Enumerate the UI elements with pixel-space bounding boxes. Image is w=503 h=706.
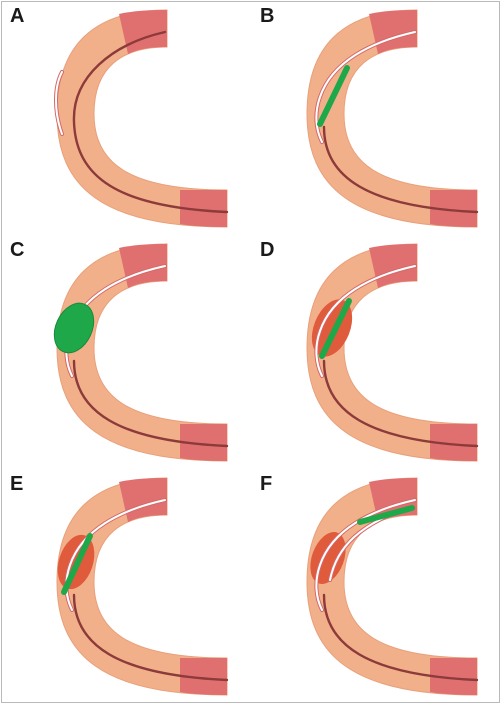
distal-segment: [180, 190, 227, 227]
vessel-diagram-f: [306, 477, 479, 696]
vessel-b: [306, 9, 478, 228]
balloon: [357, 505, 415, 525]
vessel-diagram-b: [306, 9, 479, 228]
side-wire: [315, 265, 416, 377]
vessel-diagram-e: [56, 477, 229, 696]
inflated-balloon: [53, 302, 95, 354]
guide-wire: [72, 30, 229, 214]
panel-label-e: E: [10, 473, 24, 495]
panel-label-d: D: [260, 239, 275, 261]
distal-segment: [180, 424, 227, 461]
guide-wire: [72, 359, 229, 448]
balloon: [61, 533, 93, 595]
panel-label-c: C: [10, 239, 25, 261]
guide-wire: [72, 593, 229, 682]
panel-d: D: [252, 236, 502, 470]
panel-c: C: [2, 236, 252, 470]
panel-b: B: [252, 2, 502, 236]
guide-wire: [322, 125, 479, 214]
guide-wire: [322, 593, 479, 682]
vessel-a: [56, 9, 228, 228]
panel-e: E: [2, 470, 252, 704]
panel-label-f: F: [260, 473, 273, 495]
vessel-e: [56, 477, 228, 696]
side-wire: [65, 499, 166, 611]
vessel-diagram-d: [306, 243, 479, 462]
vessel-c: [56, 243, 228, 462]
panel-label-a: A: [10, 5, 25, 27]
panel-a: A: [2, 2, 252, 236]
side-wire: [315, 31, 416, 143]
vessel-diagram-c: [53, 243, 229, 462]
panel-f: F: [252, 470, 502, 704]
distal-segment: [180, 658, 227, 695]
vessel-diagram-a: [54, 9, 229, 228]
distal-segment: [430, 424, 477, 461]
distal-segment: [430, 190, 477, 227]
distal-segment: [430, 658, 477, 695]
balloon: [317, 65, 350, 127]
panel-label-b: B: [260, 5, 275, 27]
guide-wire: [322, 359, 479, 448]
side-wire: [55, 71, 63, 135]
balloon: [319, 298, 352, 359]
side-wire: [315, 499, 416, 611]
